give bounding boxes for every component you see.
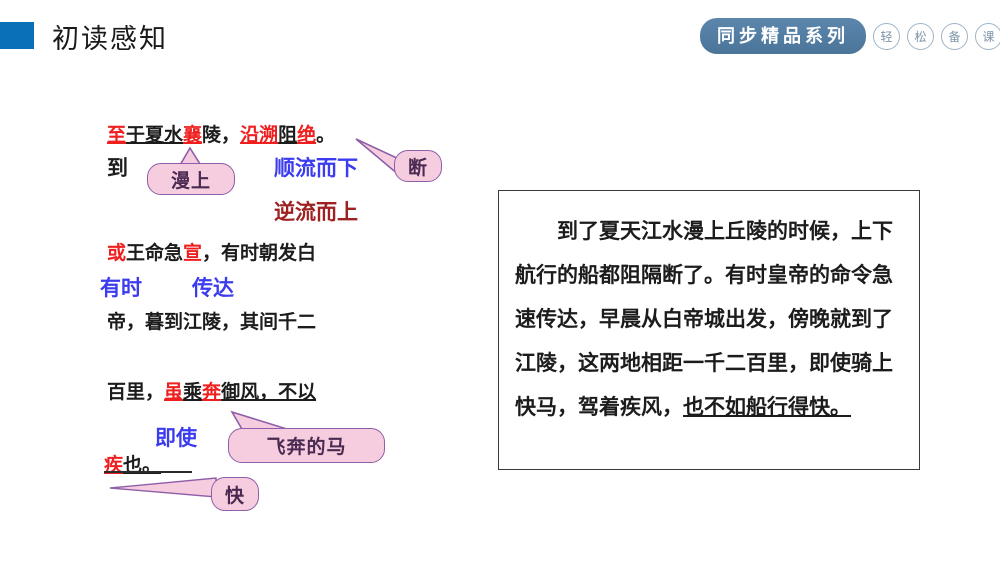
classical-char-huo: 或	[107, 242, 127, 264]
brand-circle-1: 轻	[873, 22, 900, 50]
classical-line-1: 至于夏水襄陵，沿溯阻绝。	[107, 120, 335, 147]
callout-manshang[interactable]: 漫上	[147, 163, 235, 195]
classical-line-4: 百里，虽乘奔御风，不以	[107, 377, 316, 404]
classical-char-zhi: 至	[107, 124, 127, 146]
classical-char-xiang: 襄	[183, 124, 203, 146]
title-accent-block	[0, 22, 34, 49]
classical-char-sui: 虽	[164, 381, 184, 403]
classical-seg-yansu: 沿溯	[240, 124, 279, 146]
gloss-youshi: 有时	[100, 276, 142, 300]
gloss-shunliu-erxia: 顺流而下	[274, 156, 358, 180]
classical-line-2: 或王命急宣，有时朝发白	[107, 238, 316, 265]
brand-circle-3: 备	[941, 22, 968, 50]
classical-punct-1: 。	[316, 124, 336, 146]
classical-seg-yeju: 也。	[123, 454, 162, 476]
gloss-niliu-ershang: 逆流而上	[274, 200, 358, 224]
page-title: 初读感知	[52, 24, 168, 55]
translation-box: 到了夏天江水漫上丘陵的时候，上下航行的船都阻隔断了。有时皇帝的命令急速传达，早晨…	[498, 190, 920, 470]
classical-seg-wangmingji: 王命急	[126, 242, 184, 264]
classical-char-ji: 疾	[104, 454, 124, 476]
classical-char-cheng: 乘	[183, 381, 203, 403]
callout-kuai[interactable]: 快	[211, 477, 259, 511]
classical-char-xuan: 宣	[183, 242, 203, 264]
classical-seg-youshizhaofabai: ，有时朝发白	[202, 242, 317, 264]
page-header: 初读感知 同步精品系列 轻 松 备 课	[0, 0, 1000, 70]
translation-plain: 到了夏天江水漫上丘陵的时候，上下航行的船都阻隔断了。有时皇帝的命令急速传达，早晨…	[515, 219, 893, 419]
classical-seg-ling: 陵，	[202, 124, 241, 146]
classical-line-5: 疾也。	[104, 450, 161, 477]
brand-pill-label: 同步精品系列	[700, 18, 866, 54]
classical-text-panel: 至于夏水襄陵，沿溯阻绝。 到 顺流而下 逆流而上 漫上 断 或王命急宣，有时朝发…	[0, 0, 480, 563]
gloss-jishi: 即使	[155, 426, 197, 450]
underline-line-5	[104, 471, 192, 473]
classical-seg-baili: 百里，	[107, 381, 165, 403]
brand-circle-4: 课	[975, 22, 1000, 50]
classical-seg-yufengbuyi: 御风，不以	[221, 381, 317, 403]
classical-char-zu: 阻	[278, 124, 298, 146]
gloss-chuanda: 传达	[192, 276, 234, 300]
classical-char-ben: 奔	[202, 381, 222, 403]
translation-text: 到了夏天江水漫上丘陵的时候，上下航行的船都阻隔断了。有时皇帝的命令急速传达，早晨…	[515, 209, 903, 429]
classical-char-jue: 绝	[297, 124, 317, 146]
callout-feibendema[interactable]: 飞奔的马	[228, 428, 385, 463]
classical-seg-line3: 帝，暮到江陵，其间千二	[107, 311, 317, 333]
brand-logo: 同步精品系列 轻 松 备 课	[700, 18, 1000, 54]
gloss-dao: 到	[107, 156, 128, 180]
classical-seg-yuxiashui: 于夏水	[126, 124, 184, 146]
translation-underlined: 也不如船行得快。	[683, 395, 851, 419]
callout-duan[interactable]: 断	[394, 150, 442, 182]
classical-line-3: 帝，暮到江陵，其间千二	[107, 307, 316, 334]
brand-circle-2: 松	[907, 22, 934, 50]
